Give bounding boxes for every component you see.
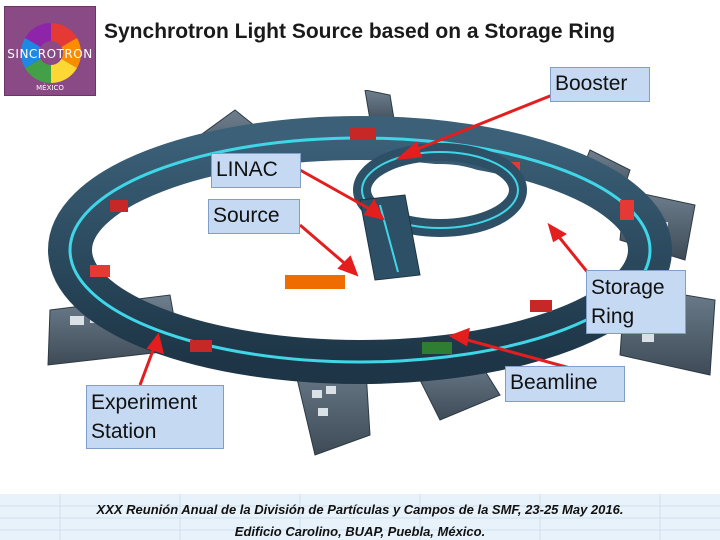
footer-pattern [0, 494, 720, 540]
footer: XXX Reunión Anual de la División de Part… [0, 494, 720, 540]
booster-beam [361, 151, 519, 229]
label-beamline: Beamline [505, 366, 625, 402]
annotation-arrows [138, 90, 612, 386]
ring-magnets [90, 128, 634, 354]
label-experiment-station: Experiment Station [86, 385, 224, 449]
label-source: Source [208, 199, 300, 234]
label-booster: Booster [550, 67, 650, 102]
page-title: Synchrotron Light Source based on a Stor… [104, 20, 616, 43]
logo-country: MÉXICO [36, 84, 64, 92]
footer-line-1: XXX Reunión Anual de la División de Part… [96, 502, 624, 517]
logo-color-wheel-icon [20, 22, 82, 84]
footer-line-2: Edificio Carolino, BUAP, Puebla, México. [234, 524, 486, 539]
label-linac: LINAC [211, 153, 301, 188]
sincrotron-logo: SINCROTRON MÉXICO [4, 6, 96, 96]
label-storage-ring: Storage Ring [586, 270, 686, 334]
logo-wordmark: SINCROTRON [7, 47, 93, 61]
